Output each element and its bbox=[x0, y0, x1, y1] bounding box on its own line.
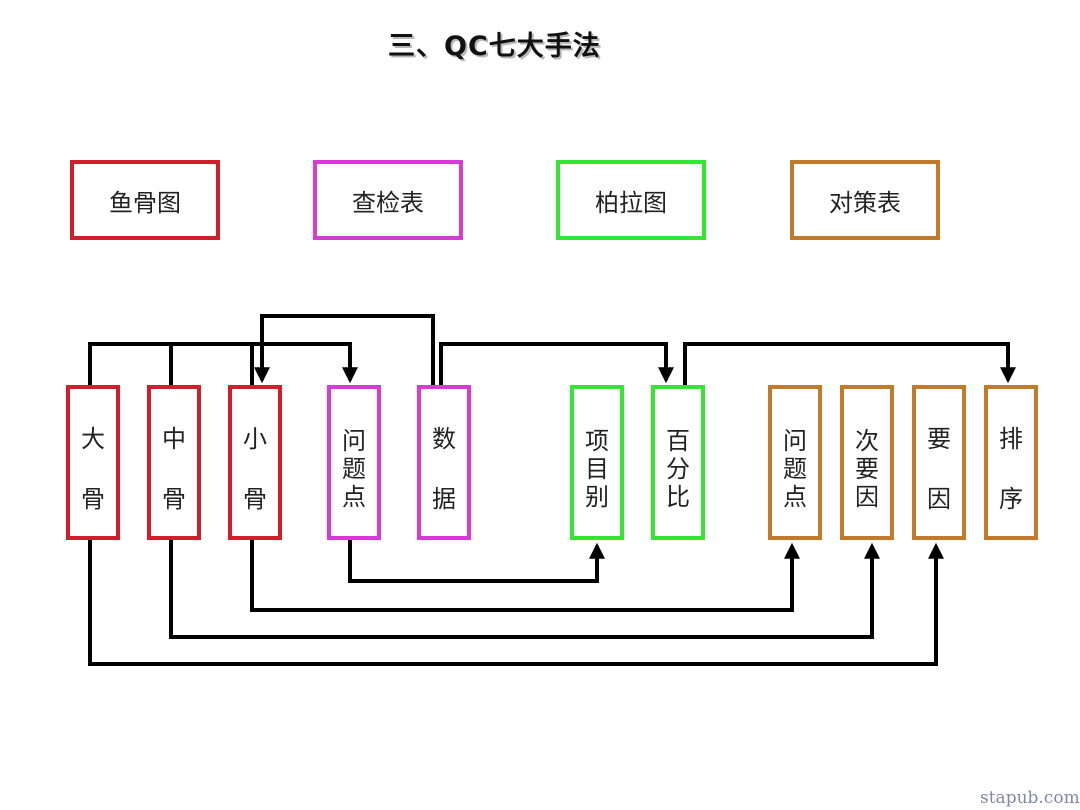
step-char: 百 bbox=[666, 427, 690, 455]
step-main-factor: 要 因 bbox=[912, 385, 966, 540]
tool-label: 对策表 bbox=[829, 188, 901, 217]
step-char: 序 bbox=[999, 485, 1023, 513]
arrow-problem-to-item bbox=[348, 540, 605, 583]
step-data: 数 据 bbox=[417, 385, 471, 540]
page-title: 三、QC七大手法 bbox=[388, 31, 601, 62]
arrow-bones-to-problem bbox=[88, 342, 358, 385]
arrow-data-to-percent bbox=[439, 342, 674, 385]
step-char: 问 bbox=[342, 427, 366, 455]
arrow-big-bone-to-main bbox=[88, 540, 944, 666]
step-char: 排 bbox=[999, 425, 1023, 453]
step-sort: 排 序 bbox=[984, 385, 1038, 540]
watermark: stapub.com bbox=[980, 788, 1080, 808]
step-char: 要 bbox=[855, 455, 879, 483]
step-char: 小 bbox=[243, 425, 267, 453]
step-small-bone: 小 骨 bbox=[228, 385, 282, 540]
step-char: 大 bbox=[81, 425, 105, 453]
arrow-percent-to-sort bbox=[683, 342, 1016, 385]
step-char: 因 bbox=[927, 485, 951, 513]
step-char: 数 bbox=[432, 425, 456, 453]
step-char: 项 bbox=[585, 427, 609, 455]
step-char: 骨 bbox=[81, 485, 105, 513]
step-item-category: 项 目 别 bbox=[570, 385, 624, 540]
step-char: 中 bbox=[162, 425, 186, 453]
step-char: 目 bbox=[585, 455, 609, 483]
step-problem-point-2: 问 题 点 bbox=[768, 385, 822, 540]
step-char: 次 bbox=[855, 427, 879, 455]
step-char: 点 bbox=[783, 483, 807, 511]
arrow-mid-bone-to-secondary bbox=[169, 540, 880, 639]
tool-label: 查检表 bbox=[352, 188, 424, 217]
step-char: 比 bbox=[666, 483, 690, 511]
step-char: 分 bbox=[666, 455, 690, 483]
tool-label: 鱼骨图 bbox=[109, 188, 181, 217]
step-mid-bone: 中 骨 bbox=[147, 385, 201, 540]
step-char: 问 bbox=[783, 427, 807, 455]
step-big-bone: 大 骨 bbox=[66, 385, 120, 540]
step-percent: 百 分 比 bbox=[651, 385, 705, 540]
step-char: 点 bbox=[342, 483, 366, 511]
step-char: 骨 bbox=[162, 485, 186, 513]
step-char: 据 bbox=[432, 485, 456, 513]
arrow-data-to-small-bone bbox=[254, 314, 435, 385]
step-char: 别 bbox=[585, 483, 609, 511]
tool-label: 柏拉图 bbox=[595, 188, 667, 217]
tool-fishbone-diagram: 鱼骨图 bbox=[70, 160, 220, 240]
arrow-small-bone-to-problem bbox=[250, 540, 800, 612]
tool-pareto-chart: 柏拉图 bbox=[556, 160, 706, 240]
tool-countermeasure-table: 对策表 bbox=[790, 160, 940, 240]
step-char: 骨 bbox=[243, 485, 267, 513]
step-char: 要 bbox=[927, 425, 951, 453]
step-problem-point-1: 问 题 点 bbox=[327, 385, 381, 540]
step-char: 题 bbox=[783, 455, 807, 483]
step-char: 题 bbox=[342, 455, 366, 483]
step-secondary-factor: 次 要 因 bbox=[840, 385, 894, 540]
tool-check-sheet: 查检表 bbox=[313, 160, 463, 240]
step-char: 因 bbox=[855, 483, 879, 511]
